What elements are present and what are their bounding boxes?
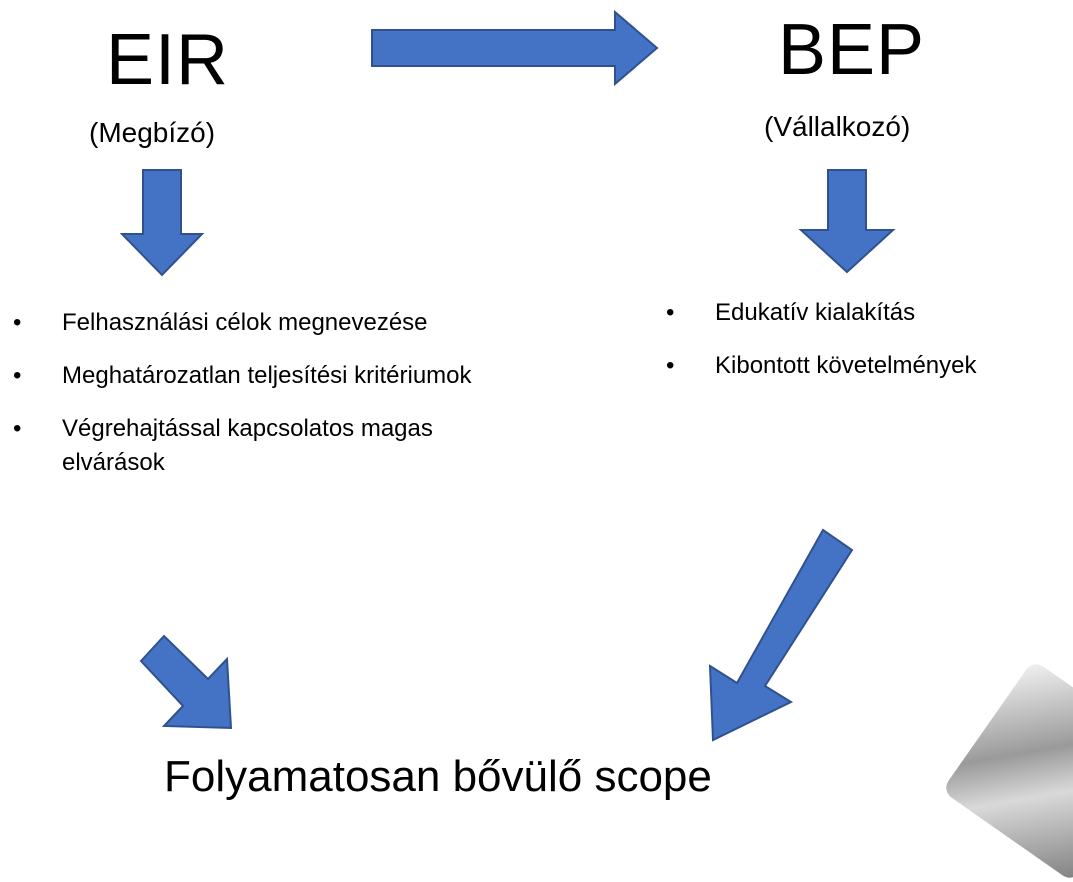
eir-bullet-list: Felhasználási célok megnevezése Meghatár… [13,306,483,499]
list-item: Meghatározatlan teljesítési kritériumok [13,359,483,393]
arrow-down-left-icon [708,528,854,742]
eir-title: EIR [106,20,230,100]
arrows-layer [119,9,896,742]
list-item: Felhasználási célok megnevezése [13,306,483,340]
bep-title: BEP [778,10,926,90]
bottom-caption: Folyamatosan bővülő scope [164,752,712,801]
arrow-down-right-icon [139,634,233,730]
bep-bullet-list: Edukatív kialakítás Kibontott követelmén… [666,296,1073,402]
arrow-right-icon [371,9,659,87]
arrow-down-icon [798,169,896,274]
list-item: Végrehajtással kapcsolatos magas elvárás… [13,412,483,480]
list-item: Kibontott követelmények [666,349,1073,383]
eir-subtitle: (Megbízó) [89,117,216,148]
list-item: Edukatív kialakítás [666,296,1073,330]
bep-subtitle: (Vállalkozó) [764,111,911,142]
arrow-down-icon [119,169,205,277]
